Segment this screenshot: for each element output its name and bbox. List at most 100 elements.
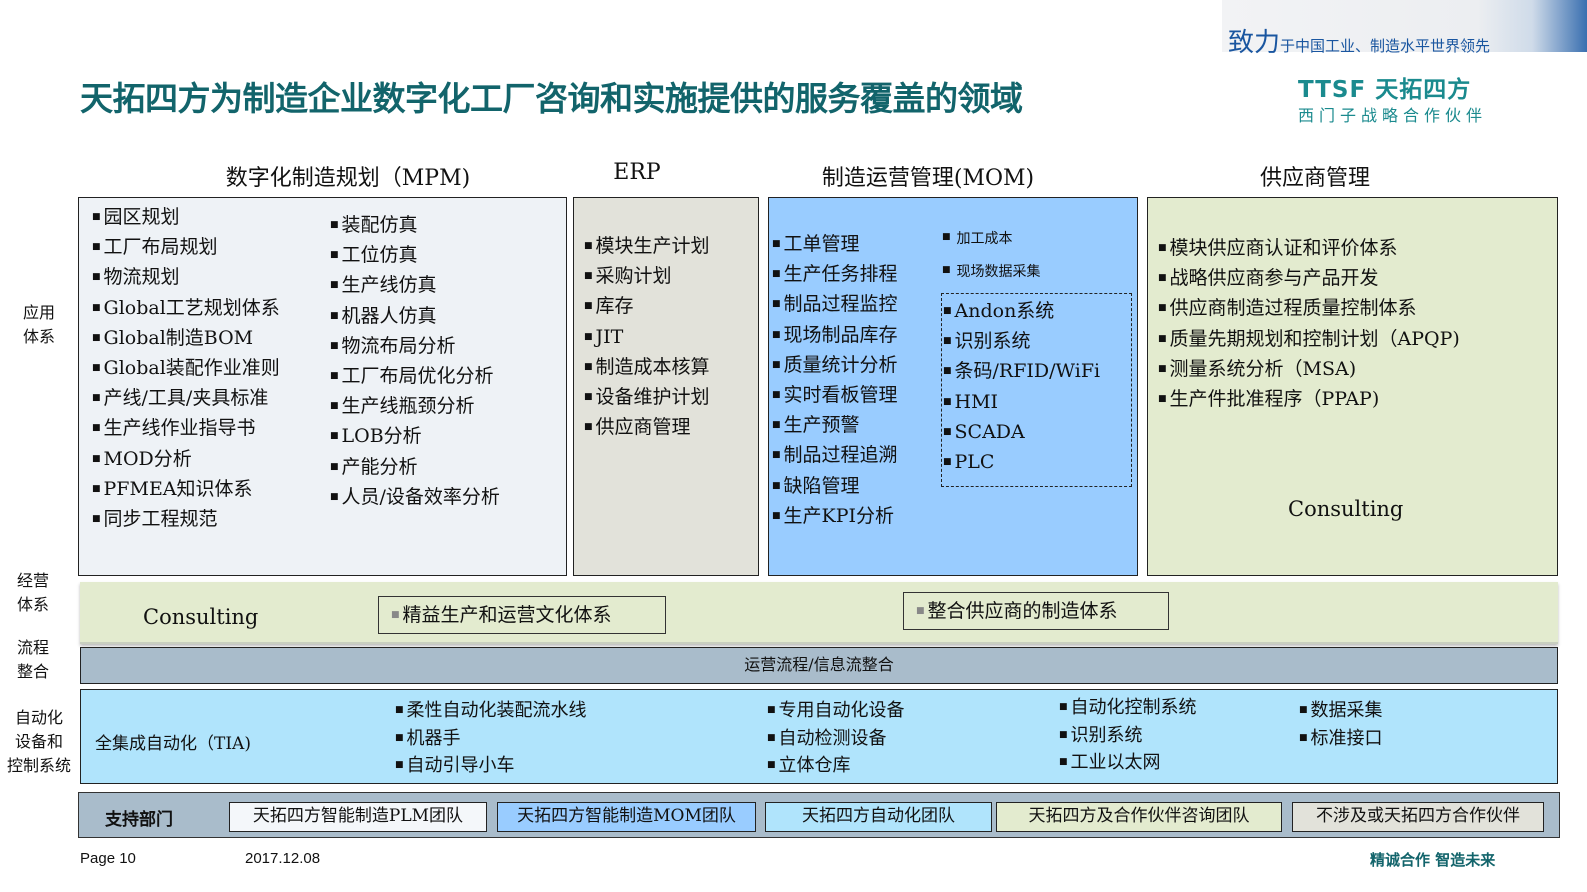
- legend-consulting-team: 天拓四方及合作伙伴咨询团队: [996, 802, 1282, 832]
- mom-dashed-list: Andon系统 识别系统 条码/RFID/WiFi HMI SCADA PLC: [943, 296, 1101, 477]
- side-label-application: 应用 体系: [0, 301, 78, 349]
- legend-plm-team: 天拓四方智能制造PLM团队: [229, 802, 487, 832]
- list-item: 人员/设备效率分析: [330, 482, 500, 512]
- side-label-automation: 自动化 设备和 控制系统: [0, 706, 78, 778]
- list-item: 物流规划: [92, 262, 280, 292]
- list-item: 测量系统分析（MSA): [1158, 354, 1460, 384]
- logo-subtitle: 西门子战略合作伙伴: [1298, 106, 1488, 125]
- side-label-line: 应用: [22, 303, 55, 322]
- side-label-line: 自动化: [14, 708, 63, 727]
- banner-prefix: 致力: [1228, 28, 1281, 58]
- list-item: 园区规划: [92, 202, 280, 232]
- list-item: Global制造BOM: [92, 323, 280, 353]
- supplier-list: 模块供应商认证和评价体系 战略供应商参与产品开发 供应商制造过程质量控制体系 质…: [1158, 233, 1460, 414]
- management-consulting-label: Consulting: [143, 605, 259, 629]
- list-item: 加工成本: [942, 222, 1041, 255]
- list-item: 数据采集: [1299, 697, 1383, 725]
- page-title: 天拓四方为制造企业数字化工厂咨询和实施提供的服务覆盖的领域: [80, 79, 1023, 118]
- date: 2017.12.08: [245, 850, 321, 867]
- list-item: 机器手: [395, 725, 587, 753]
- list-item: 制造成本核算: [584, 352, 710, 382]
- list-item: 产能分析: [330, 452, 500, 482]
- list-item: 质量统计分析: [772, 350, 898, 380]
- list-item: 供应商制造过程质量控制体系: [1158, 293, 1460, 323]
- side-label-line: 设备和: [14, 732, 63, 751]
- legend-partner: 不涉及或天拓四方合作伙伴: [1292, 802, 1544, 832]
- management-band: [80, 582, 1558, 644]
- dashed-group-box: [941, 293, 1132, 487]
- mpm-right-list: 装配仿真 工位仿真 生产线仿真 机器人仿真 物流布局分析 工厂布局优化分析 生产…: [330, 210, 500, 512]
- process-integration-band: 运营流程/信息流整合: [80, 647, 1558, 684]
- erp-list: 模块生产计划 采购计划 库存 JIT 制造成本核算 设备维护计划 供应商管理: [584, 231, 710, 442]
- support-label: 支持部门: [105, 810, 173, 830]
- mom-small-list: 加工成本 现场数据采集: [942, 222, 1041, 288]
- side-label-line: 体系: [16, 595, 49, 614]
- list-item: 条码/RFID/WiFi: [943, 356, 1101, 386]
- list-item: MOD分析: [92, 444, 280, 474]
- list-item: 模块供应商认证和评价体系: [1158, 233, 1460, 263]
- list-item: 机器人仿真: [330, 301, 500, 331]
- list-item: 生产件批准程序（PPAP): [1158, 384, 1460, 414]
- tia-label: 全集成自动化（TIA): [95, 734, 251, 754]
- side-label-line: 体系: [22, 327, 55, 346]
- list-item: 生产线仿真: [330, 270, 500, 300]
- list-item: 缺陷管理: [772, 471, 898, 501]
- legend-automation-team: 天拓四方自动化团队: [765, 802, 992, 832]
- list-item: 模块生产计划: [584, 231, 710, 261]
- mpm-left-list: 园区规划 工厂布局规划 物流规划 Global工艺规划体系 Global制造BO…: [92, 202, 280, 534]
- list-item: 立体仓库: [767, 752, 905, 780]
- list-item: 设备维护计划: [584, 382, 710, 412]
- list-item: 生产线瓶颈分析: [330, 391, 500, 421]
- list-item: 自动引导小车: [395, 752, 587, 780]
- header-banner: [1222, 0, 1587, 52]
- legend-mom-team: 天拓四方智能制造MOM团队: [497, 802, 756, 832]
- mom-header: 制造运营管理(MOM): [821, 166, 1035, 191]
- list-item: 库存: [584, 291, 710, 321]
- list-item: JIT: [584, 322, 710, 352]
- list-item: 生产任务排程: [772, 259, 898, 289]
- banner-text: 于中国工业、制造水平世界领先: [1280, 37, 1491, 55]
- supplier-consulting-label: Consulting: [1288, 497, 1404, 521]
- automation-col3: 自动化控制系统 识别系统 工业以太网: [1059, 694, 1197, 777]
- list-item: 供应商管理: [584, 412, 710, 442]
- erp-header: ERP: [613, 160, 661, 185]
- side-label-line: 流程: [16, 638, 49, 657]
- supplier-integration-box: 整合供应商的制造体系: [903, 592, 1169, 630]
- page-number: Page 10: [80, 850, 136, 867]
- list-item: 制品过程监控: [772, 289, 898, 319]
- side-label-line: 经营: [16, 571, 49, 590]
- list-item: HMI: [943, 387, 1100, 417]
- automation-col2: 专用自动化设备 自动检测设备 立体仓库: [767, 697, 905, 780]
- list-item: PFMEA知识体系: [92, 474, 280, 504]
- mom-left-list: 工单管理 生产任务排程 制品过程监控 现场制品库存 质量统计分析 实时看板管理 …: [772, 229, 898, 531]
- list-item: 自动检测设备: [767, 725, 905, 753]
- list-item: 装配仿真: [330, 210, 500, 240]
- list-item: 识别系统: [943, 326, 1100, 356]
- list-item: 产线/工具/夹具标准: [92, 383, 280, 413]
- company-logo: TTSF 天拓四方: [1298, 77, 1472, 103]
- list-item: 生产线作业指导书: [92, 413, 280, 443]
- list-item: LOB分析: [330, 421, 500, 451]
- list-item: 战略供应商参与产品开发: [1158, 263, 1460, 293]
- side-label-line: 整合: [16, 662, 49, 681]
- list-item: 工位仿真: [330, 240, 500, 270]
- list-item: 物流布局分析: [330, 331, 500, 361]
- automation-col1: 柔性自动化装配流水线 机器手 自动引导小车: [395, 697, 587, 780]
- list-item: 工单管理: [772, 229, 898, 259]
- list-item: 质量先期规划和控制计划（APQP): [1158, 324, 1460, 354]
- banner-slogan: 致力于中国工业、制造水平世界领先: [1228, 22, 1490, 59]
- footer-slogan: 精诚合作 智造未来: [1370, 851, 1496, 869]
- list-item: 现场制品库存: [772, 320, 898, 350]
- list-item: 采购计划: [584, 261, 710, 291]
- automation-col4: 数据采集 标准接口: [1299, 697, 1383, 752]
- list-item: 同步工程规范: [92, 504, 280, 534]
- list-item: 工业以太网: [1059, 749, 1197, 777]
- list-item: Andon系统: [943, 296, 1100, 326]
- lean-culture-box: 精益生产和运营文化体系: [378, 596, 666, 634]
- list-item: SCADA: [943, 417, 1100, 447]
- list-item: 工厂布局优化分析: [330, 361, 500, 391]
- list-item: Global工艺规划体系: [92, 293, 280, 323]
- list-item: 专用自动化设备: [767, 697, 905, 725]
- list-item: Global装配作业准则: [92, 353, 280, 383]
- list-item: 自动化控制系统: [1059, 694, 1197, 722]
